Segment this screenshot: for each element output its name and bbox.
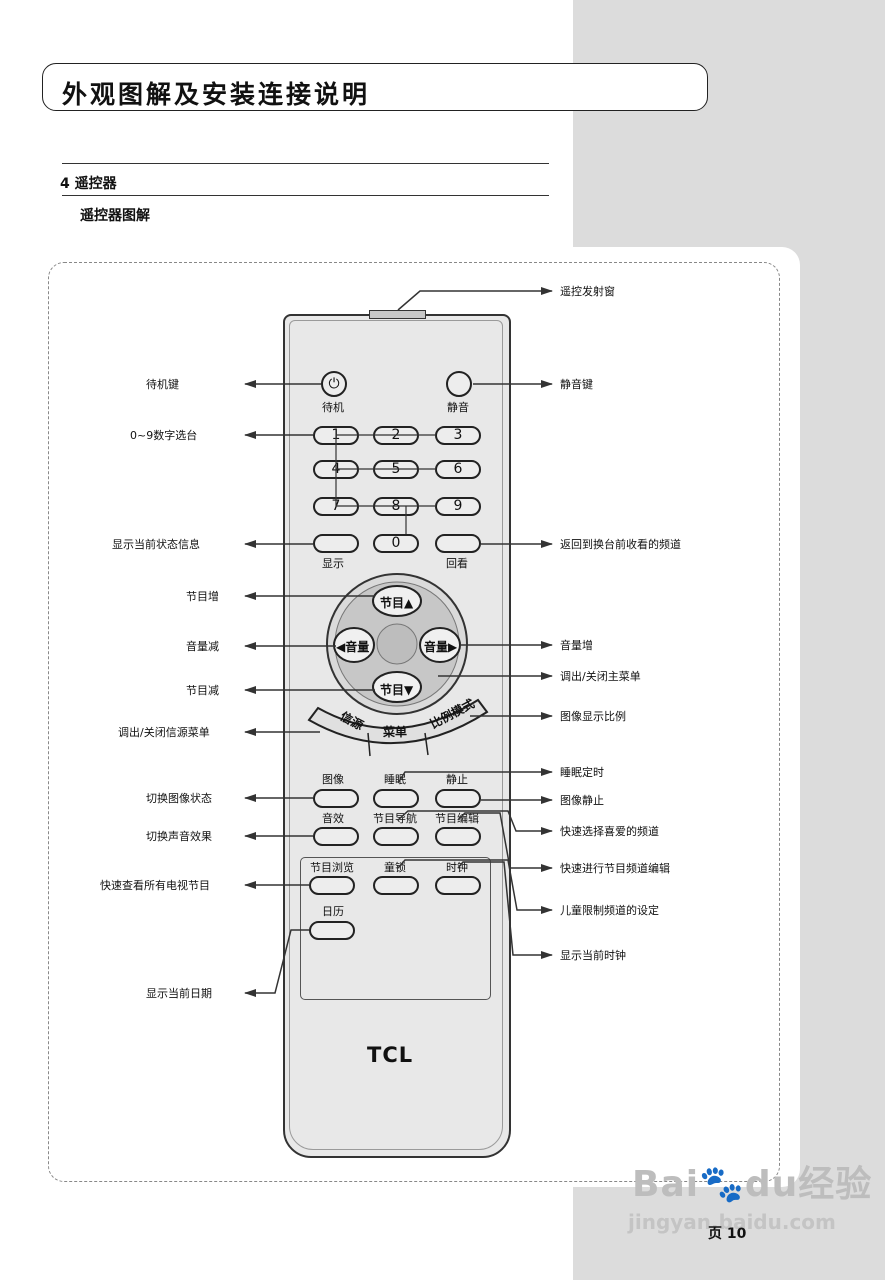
annotation-picture: 切换图像状态 <box>146 792 212 805</box>
watermark-brand: Bai🐾du经验 <box>632 1164 873 1205</box>
recall-button[interactable] <box>435 534 481 553</box>
page-number: 页 10 <box>708 1226 747 1242</box>
digit-9-button[interactable]: 9 <box>435 497 481 516</box>
sleep-label: 睡眠 <box>384 773 406 786</box>
annotation-calendar: 显示当前日期 <box>146 987 212 1000</box>
ir-window <box>369 310 426 319</box>
digit-1-button[interactable]: 1 <box>313 426 359 445</box>
mute-label: 静音 <box>447 401 469 414</box>
volume-down-button[interactable]: ◀音量 <box>336 640 370 654</box>
baidu-watermark: Bai🐾du经验 <box>632 1155 872 1207</box>
annotation-channel-up: 节目增 <box>186 590 219 603</box>
digit-3-button[interactable]: 3 <box>435 426 481 445</box>
annotation-recall: 返回到换台前收看的频道 <box>560 538 681 551</box>
guide-button[interactable] <box>373 827 419 846</box>
annotation-display: 显示当前状态信息 <box>112 538 200 551</box>
annotation-source: 调出/关闭信源菜单 <box>118 726 210 739</box>
annotation-sleep: 睡眠定时 <box>560 766 604 779</box>
lock-label: 童锁 <box>384 861 406 874</box>
lock-button[interactable] <box>373 876 419 895</box>
channel-up-button[interactable]: 节目▲ <box>380 596 414 610</box>
sound-button[interactable] <box>313 827 359 846</box>
rule-bottom <box>62 195 549 196</box>
edit-label: 节目编辑 <box>435 812 479 825</box>
digit-5-button[interactable]: 5 <box>373 460 419 479</box>
digit-6-button[interactable]: 6 <box>435 460 481 479</box>
annotation-ir-window: 遥控发射窗 <box>560 285 615 298</box>
annotation-guide: 快速选择喜爱的频道 <box>560 825 659 838</box>
annotation-volume-up: 音量增 <box>560 639 593 652</box>
annotation-channel-down: 节目减 <box>186 684 219 697</box>
digit-4-button[interactable]: 4 <box>313 460 359 479</box>
power-label: 待机 <box>322 401 344 414</box>
clock-label: 时钟 <box>446 861 468 874</box>
power-button[interactable]: ⏻ <box>321 371 347 397</box>
annotation-freeze: 图像静止 <box>560 794 604 807</box>
annotation-standby: 待机键 <box>146 378 179 391</box>
annotation-digits: 0~9数字选台 <box>130 429 198 442</box>
diagram-dashed-border <box>48 262 780 1182</box>
display-button[interactable] <box>313 534 359 553</box>
page-title: 外观图解及安装连接说明 <box>62 80 371 109</box>
annotation-edit: 快速进行节目频道编辑 <box>560 862 670 875</box>
digit-2-button[interactable]: 2 <box>373 426 419 445</box>
annotation-aspect: 图像显示比例 <box>560 710 626 723</box>
sound-label: 音效 <box>322 812 344 825</box>
annotation-menu: 调出/关闭主菜单 <box>560 670 641 683</box>
clock-button[interactable] <box>435 876 481 895</box>
sleep-button[interactable] <box>373 789 419 808</box>
brand-logo: TCL <box>367 1043 414 1067</box>
freeze-label: 静止 <box>446 773 468 786</box>
digit-7-button[interactable]: 7 <box>313 497 359 516</box>
picture-button[interactable] <box>313 789 359 808</box>
annotation-sound: 切换声音效果 <box>146 830 212 843</box>
rule-top <box>62 163 549 164</box>
menu-button[interactable]: 菜单 <box>383 725 408 739</box>
digit-8-button[interactable]: 8 <box>373 497 419 516</box>
remote-inner-outline <box>289 320 503 1150</box>
volume-up-button[interactable]: 音量▶ <box>424 640 458 654</box>
recall-label: 回看 <box>446 557 468 570</box>
calendar-label: 日历 <box>322 905 344 918</box>
display-label: 显示 <box>322 557 344 570</box>
picture-label: 图像 <box>322 773 344 786</box>
freeze-button[interactable] <box>435 789 481 808</box>
section-heading: 4 遥控器 <box>60 176 117 192</box>
annotation-volume-down: 音量减 <box>186 640 219 653</box>
title-frame <box>42 63 708 111</box>
guide-label: 节目导航 <box>373 812 417 825</box>
subsection-heading: 遥控器图解 <box>80 208 150 224</box>
channel-down-button[interactable]: 节目▼ <box>380 683 414 697</box>
annotation-mute: 静音键 <box>560 378 593 391</box>
annotation-browse: 快速查看所有电视节目 <box>100 879 210 892</box>
calendar-button[interactable] <box>309 921 355 940</box>
mute-button[interactable] <box>446 371 472 397</box>
digit-0-button[interactable]: 0 <box>373 534 419 553</box>
annotation-clock: 显示当前时钟 <box>560 949 626 962</box>
watermark-url: jingyan.baidu.com <box>628 1210 836 1234</box>
annotation-lock: 儿童限制频道的设定 <box>560 904 659 917</box>
browse-button[interactable] <box>309 876 355 895</box>
edit-button[interactable] <box>435 827 481 846</box>
browse-label: 节目浏览 <box>310 861 354 874</box>
